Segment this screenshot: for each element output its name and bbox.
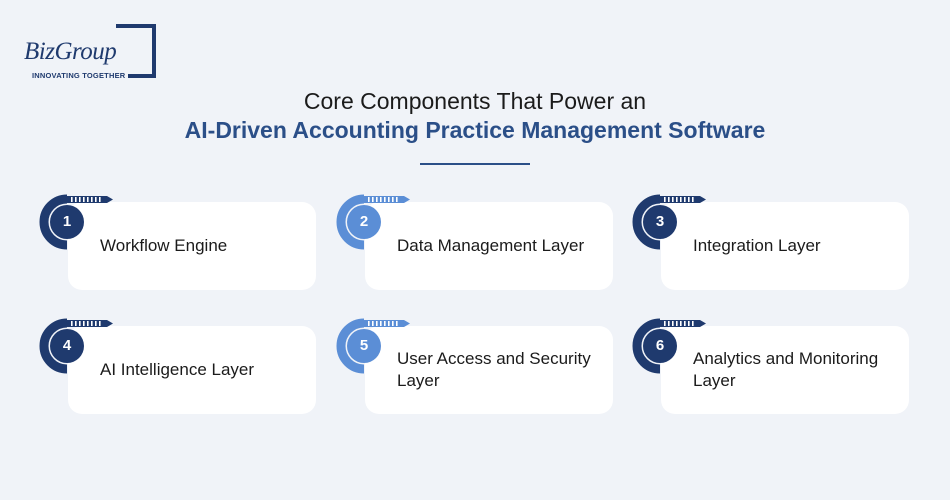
- badge-number: 1: [62, 213, 72, 230]
- badge-strip-tick: [692, 197, 694, 202]
- badge-strip-tick: [680, 321, 682, 326]
- badge-number: 4: [62, 337, 72, 354]
- badge-strip-tick: [376, 197, 378, 202]
- component-label: AI Intelligence Layer: [100, 360, 255, 379]
- badge-circle: [347, 205, 381, 239]
- number-badge-4: 4: [39, 318, 113, 377]
- component-label: Analytics and Monitoring Layer: [693, 349, 879, 390]
- badge-strip-tip: [404, 196, 410, 203]
- badge-strip-tick: [388, 197, 390, 202]
- badge-number: 6: [655, 337, 665, 354]
- badge-strip-tick: [688, 321, 690, 326]
- component-label: Data Management Layer: [397, 236, 585, 255]
- badge-strip-tick: [664, 197, 666, 202]
- number-badge-5: 5: [336, 318, 410, 377]
- badge-circle: [50, 205, 84, 239]
- badge-strip-tick: [688, 197, 690, 202]
- badge-arc: [39, 194, 68, 250]
- badge-strip-tick: [396, 197, 398, 202]
- badge-number: 2: [359, 213, 369, 230]
- badge-strip-tick: [368, 321, 370, 326]
- badge-strip-tick: [95, 321, 97, 326]
- component-card-5: User Access and Security Layer: [365, 326, 613, 414]
- badge-strip-tick: [676, 197, 678, 202]
- badge-strip-tick: [684, 197, 686, 202]
- badge-strip-tick: [684, 321, 686, 326]
- badge-number: 5: [359, 337, 369, 354]
- badge-circle: [50, 329, 84, 363]
- badge-strip-tip: [404, 320, 410, 327]
- logo-frame: [116, 24, 156, 78]
- component-label: User Access and Security Layer: [397, 349, 591, 390]
- badge-strip-tick: [392, 197, 394, 202]
- badge-strip-tick: [79, 321, 81, 326]
- badge-strip-tip: [700, 196, 706, 203]
- number-badge-3: 3: [632, 194, 706, 253]
- badge-strip-tick: [99, 197, 101, 202]
- badge-strip-tick: [692, 321, 694, 326]
- page-title-line1: Core Components That Power an: [303, 88, 647, 114]
- badge-strip-tip: [107, 196, 113, 203]
- badge-strip-tick: [376, 321, 378, 326]
- badge-strip-tick: [75, 321, 77, 326]
- badge-strip-tick: [672, 321, 674, 326]
- badge-strip-tick: [384, 321, 386, 326]
- badge-strip-tick: [372, 321, 374, 326]
- badge-strip-tick: [668, 197, 670, 202]
- component-card-3: Integration Layer: [661, 202, 909, 290]
- badge-strip-tick: [388, 321, 390, 326]
- badge-strip-tick: [71, 321, 73, 326]
- badge-strip-tick: [668, 321, 670, 326]
- logo-tagline: INNOVATING TOGETHER: [32, 71, 129, 80]
- component-label: Workflow Engine: [100, 236, 228, 255]
- component-label: Integration Layer: [693, 236, 821, 255]
- number-badge-2: 2: [336, 194, 410, 253]
- badge-arc: [632, 194, 661, 250]
- component-card-6: Analytics and Monitoring Layer: [661, 326, 909, 414]
- badge-strip-tick: [380, 197, 382, 202]
- page-title-line2: AI-Driven Accounting Practice Management…: [184, 117, 766, 143]
- badge-strip-tick: [83, 197, 85, 202]
- badge-circle: [643, 329, 677, 363]
- badge-strip-tick: [87, 197, 89, 202]
- badge-strip-tick: [384, 197, 386, 202]
- badge-strip-tip: [700, 320, 706, 327]
- badge-strip-tick: [95, 197, 97, 202]
- badge-strip-tick: [372, 197, 374, 202]
- component-card-2: Data Management Layer: [365, 202, 613, 290]
- badge-strip-tick: [380, 321, 382, 326]
- badge-strip-tick: [91, 321, 93, 326]
- logo-text: BizGroup: [24, 38, 119, 66]
- badge-number: 3: [655, 213, 665, 230]
- badge-strip-tick: [680, 197, 682, 202]
- badge-strip-tick: [392, 321, 394, 326]
- badge-arc: [632, 318, 661, 374]
- badge-strip-tick: [79, 197, 81, 202]
- title-underline: [420, 163, 530, 165]
- badge-circle: [347, 329, 381, 363]
- number-badge-1: 1: [39, 194, 113, 253]
- badge-strip-tip: [107, 320, 113, 327]
- badge-arc: [336, 194, 365, 250]
- badge-strip-tick: [83, 321, 85, 326]
- badge-arc: [39, 318, 68, 374]
- component-card-4: AI Intelligence Layer: [68, 326, 316, 414]
- badge-strip-tick: [676, 321, 678, 326]
- number-badge-6: 6: [632, 318, 706, 377]
- bizgroup-logo: BizGroup INNOVATING TOGETHER: [24, 24, 159, 84]
- badge-strip-tick: [396, 321, 398, 326]
- badge-strip-tick: [87, 321, 89, 326]
- badge-strip-tick: [75, 197, 77, 202]
- component-card-1: Workflow Engine: [68, 202, 316, 290]
- badge-arc: [336, 318, 365, 374]
- badge-strip-tick: [664, 321, 666, 326]
- badge-strip-tick: [368, 197, 370, 202]
- badge-strip-tick: [91, 197, 93, 202]
- badge-strip-tick: [71, 197, 73, 202]
- badge-circle: [643, 205, 677, 239]
- badge-strip-tick: [672, 197, 674, 202]
- badge-strip-tick: [99, 321, 101, 326]
